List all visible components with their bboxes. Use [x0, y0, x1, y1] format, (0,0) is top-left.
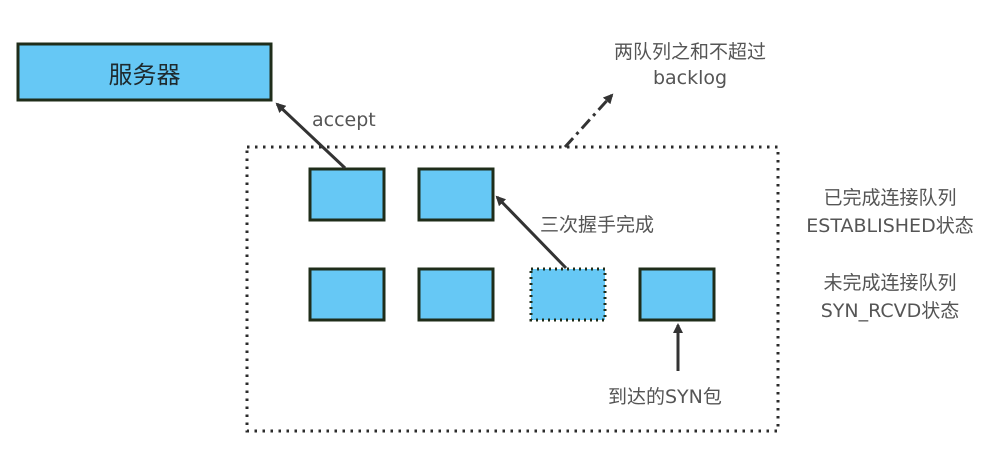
- backlog-note-line2: backlog: [652, 67, 728, 89]
- server-label: 服务器: [108, 60, 181, 89]
- syn-arrival-label: 到达的SYN包: [608, 386, 722, 408]
- established-label-line2: ESTABLISHED状态: [806, 215, 974, 237]
- handshake-label: 三次握手完成: [540, 214, 655, 236]
- established-label-line1: 已完成连接队列: [823, 187, 957, 209]
- accept-label: accept: [312, 109, 376, 131]
- syn-rcvd-slot: [308, 267, 386, 322]
- backlog-arrow: [563, 93, 614, 149]
- handshake-arrow: [495, 195, 568, 270]
- queue-container: [245, 145, 780, 433]
- syn-rcvd-slot-completing: [529, 267, 607, 322]
- established-slot: [308, 167, 386, 222]
- established-slot: [417, 167, 495, 222]
- accept-arrow: [275, 102, 347, 170]
- syn-rcvd-label-line1: 未完成连接队列: [823, 272, 957, 294]
- syn-rcvd-label-line2: SYN_RCVD状态: [820, 300, 960, 322]
- backlog-note-line1: 两队列之和不超过: [613, 41, 766, 63]
- server-box: [16, 42, 273, 102]
- syn-rcvd-slot: [638, 267, 716, 322]
- syn-rcvd-slot: [417, 267, 495, 322]
